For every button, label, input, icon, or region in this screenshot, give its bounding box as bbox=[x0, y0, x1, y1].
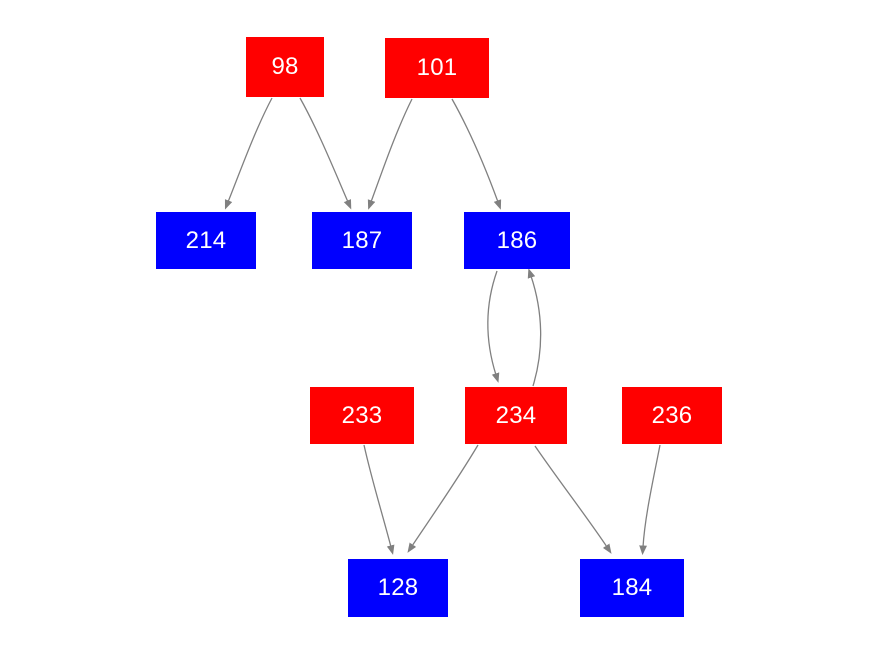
graph-node-128[interactable]: 128 bbox=[348, 559, 448, 617]
node-label: 234 bbox=[495, 401, 537, 429]
node-label: 101 bbox=[416, 54, 458, 81]
graph-edge-234-to-186 bbox=[527, 268, 542, 387]
graph-edge-101-to-187 bbox=[367, 98, 413, 210]
graph-edge-234-to-184 bbox=[534, 445, 612, 554]
node-label: 184 bbox=[611, 574, 653, 601]
graph-node-98[interactable]: 98 bbox=[246, 37, 324, 97]
graph-node-214[interactable]: 214 bbox=[156, 212, 256, 269]
node-label: 233 bbox=[341, 401, 383, 429]
node-label: 214 bbox=[185, 226, 227, 254]
graph-node-186[interactable]: 186 bbox=[464, 212, 570, 269]
node-label: 236 bbox=[651, 401, 693, 429]
node-label: 186 bbox=[496, 226, 538, 254]
graph-node-234[interactable]: 234 bbox=[465, 387, 567, 444]
graph-edge-101-to-186 bbox=[451, 98, 502, 210]
edge-group bbox=[224, 97, 661, 556]
graph-edge-98-to-187 bbox=[299, 97, 352, 210]
graph-node-233[interactable]: 233 bbox=[310, 387, 414, 444]
node-label: 187 bbox=[341, 226, 383, 254]
graph-edge-234-to-128 bbox=[407, 444, 479, 553]
graph-edge-233-to-128 bbox=[363, 444, 395, 555]
graph-node-187[interactable]: 187 bbox=[312, 212, 412, 269]
graph-edge-98-to-214 bbox=[224, 97, 273, 210]
graph-node-101[interactable]: 101 bbox=[385, 38, 489, 98]
graph-edge-186-to-234 bbox=[487, 270, 500, 383]
node-label: 98 bbox=[271, 53, 299, 80]
graph-node-236[interactable]: 236 bbox=[622, 387, 722, 444]
graph-node-184[interactable]: 184 bbox=[580, 559, 684, 617]
graph-edge-236-to-184 bbox=[639, 444, 661, 556]
node-label: 128 bbox=[377, 574, 419, 601]
